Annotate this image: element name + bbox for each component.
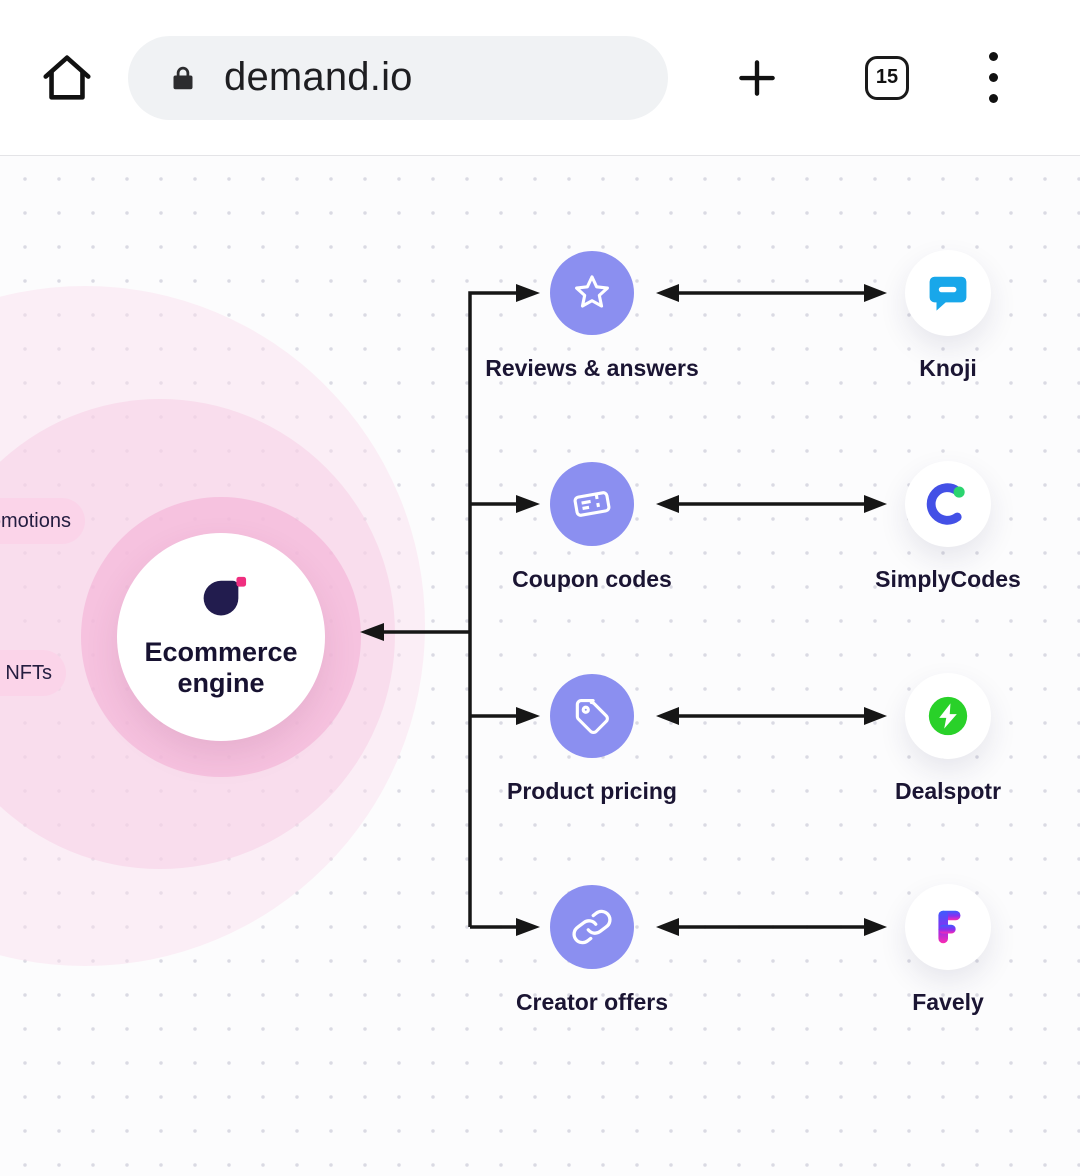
tab-count-box: 15 [865,55,909,100]
home-button[interactable] [38,49,96,107]
knoji-logo-icon [925,270,971,316]
plus-icon [732,53,782,103]
url-text: demand.io [224,55,413,99]
partner-node-favely [905,884,991,970]
partner-label-dealspotr: Dealspotr [894,778,1002,804]
partner-node-knoji [905,250,991,336]
center-node-title-line1: Ecommerce [144,636,298,667]
lock-icon [168,63,198,93]
partner-node-dealspotr [905,673,991,759]
tab-count: 15 [875,66,899,88]
feature-label-pricing: Product pricing [507,778,677,804]
price-tag-icon [570,694,614,738]
center-node-title-line2: engine [177,668,265,698]
partner-label-simplycodes: SimplyCodes [875,566,1021,592]
partner-label-knoji: Knoji [919,355,977,381]
favely-logo-icon [925,904,971,950]
pill-promotions-label: omotions [0,509,71,532]
more-options-icon [989,52,998,103]
coupon-icon [567,479,618,530]
demand-logo-icon [194,575,248,629]
url-bar[interactable]: demand.io [128,35,668,120]
feature-node-coupons [550,462,634,546]
browser-toolbar: demand.io 15 [0,0,1080,156]
feature-node-creator-offers [550,885,634,969]
feature-node-reviews [550,251,634,335]
tab-switcher-button[interactable]: 15 [865,55,909,100]
partner-node-simplycodes [905,461,991,547]
pill-promotions: omotions [0,498,85,544]
feature-node-pricing [550,674,634,758]
menu-button[interactable] [989,52,998,103]
connector-arrows [360,284,887,936]
simplycodes-logo-icon [925,481,971,527]
pill-nfts-label: NFTs [5,661,52,684]
home-icon [38,49,96,107]
ecommerce-engine-node: Ecommerce engine [117,533,325,741]
star-icon [570,271,614,315]
link-icon [567,902,617,952]
feature-label-reviews: Reviews & answers [485,355,699,381]
dealspotr-logo-icon [925,693,971,739]
feature-label-coupons: Coupon codes [512,566,672,592]
new-tab-button[interactable] [732,53,782,103]
pill-nfts: NFTs [0,650,66,696]
diagram-canvas: omotions NFTs Ecommerce engine Rev [0,156,1080,1176]
feature-label-creator-offers: Creator offers [515,989,669,1015]
partner-label-favely: Favely [912,989,984,1015]
